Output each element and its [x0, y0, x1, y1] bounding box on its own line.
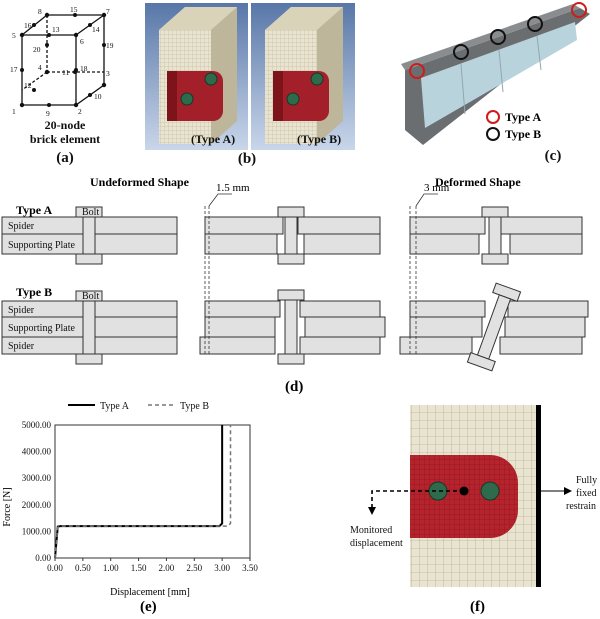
node-17: 17	[10, 65, 18, 74]
gap-label-b: 3 mm	[424, 182, 450, 194]
legend-type-b: Type B	[505, 127, 541, 141]
x-tick-label: 1.00	[103, 563, 119, 573]
panel-e: Type A Type B 0.00 0.50 1.00 1.50 2.00 2.50 3.…	[0, 395, 300, 615]
panel-c: Type A Type B (c)	[395, 0, 600, 170]
monitored-line2: displacement	[350, 538, 403, 549]
y-tick-label: 2000.00	[22, 500, 52, 510]
spider-label-b-bottom: Spider	[8, 341, 35, 352]
bolt-hole-1	[428, 481, 448, 501]
node-5: 5	[12, 31, 16, 40]
series-line-type-a	[54, 425, 224, 559]
node-13: 13	[52, 25, 60, 34]
panel-label-e: (e)	[140, 599, 157, 614]
node-7: 7	[106, 7, 110, 16]
caption-line1: 20-node	[44, 118, 86, 132]
panel-label-f: (f)	[470, 599, 485, 614]
node-10: 10	[94, 92, 102, 101]
x-axis-label: Displacement [mm]	[110, 587, 190, 598]
fixed-line2: fixed	[576, 488, 597, 499]
node-2: 2	[78, 107, 82, 116]
x-tick-label: 0.00	[47, 563, 63, 573]
bolt-hole-2	[480, 481, 500, 501]
gap-label-a: 1.5 mm	[216, 182, 250, 194]
legend-type-a: Type A	[100, 401, 130, 412]
panel-d: Undeformed Shape Deformed Shape Type A T…	[0, 170, 600, 395]
type-a-title: Type A	[16, 203, 52, 217]
node-15: 15	[70, 5, 78, 14]
node-9: 9	[46, 109, 50, 118]
monitored-line1: Monitored	[350, 525, 392, 536]
y-tick-label: 4000.00	[22, 447, 52, 457]
y-tick-label: 3000.00	[22, 473, 52, 483]
undeformed-title: Undeformed Shape	[90, 175, 190, 189]
caption-line2: brick element	[29, 132, 101, 146]
node-11: 11	[62, 68, 69, 77]
type-b-tag: (Type B)	[297, 132, 341, 146]
node-19: 19	[106, 41, 114, 50]
node-6: 6	[80, 37, 84, 46]
glass-facade-model: Type A Type B	[401, 2, 590, 145]
legend-type-b: Type B	[180, 401, 209, 412]
y-tick-label: 0.00	[35, 553, 51, 563]
panel-label-d: (d)	[285, 379, 303, 395]
x-tick-label: 3.00	[214, 563, 230, 573]
x-tick-label: 0.50	[75, 563, 91, 573]
x-tick-label: 3.50	[242, 563, 258, 573]
legend-type-a: Type A	[505, 110, 541, 124]
force-displacement-chart: Type A Type B 0.00 0.50 1.00 1.50 2.00 2.50 3.…	[2, 401, 258, 615]
panel-label-a: (a)	[56, 150, 74, 166]
x-tick-label: 2.50	[186, 563, 202, 573]
panel-a: 1 2 3 4 5 6 7 8 9 10 11 12 13 14 15 16 1…	[0, 0, 130, 170]
y-tick-label: 5000.00	[22, 420, 52, 430]
deformed-title: Deformed Shape	[435, 175, 521, 189]
y-axis-label: Force [N]	[2, 487, 13, 526]
bolt-label-b: Bolt	[82, 291, 99, 302]
x-tick-label: 1.50	[131, 563, 147, 573]
legend-type-a-marker	[486, 110, 500, 124]
node-8: 8	[38, 7, 42, 16]
supporting-plate-label-b: Supporting Plate	[8, 323, 76, 334]
type-a-tag: (Type A)	[191, 132, 235, 146]
node-14: 14	[92, 25, 100, 34]
panel-f: Monitored displacement Fully fixed restr…	[340, 405, 600, 615]
spider-label-a: Spider	[8, 221, 35, 232]
bolt-section-diagram: Undeformed Shape Deformed Shape Type A T…	[1, 175, 589, 395]
supporting-plate-label-a: Supporting Plate	[8, 240, 76, 251]
bolt-label-a: Bolt	[82, 207, 99, 218]
node-12: 12	[24, 81, 32, 90]
series-line-type-b	[54, 425, 232, 559]
spider-label-b-top: Spider	[8, 305, 35, 316]
fixed-line1: Fully	[576, 475, 597, 486]
mesh-boundary-diagram: Monitored displacement Fully fixed restr…	[350, 405, 597, 615]
node-3: 3	[106, 69, 110, 78]
node-20: 20	[33, 45, 41, 54]
node-4: 4	[38, 63, 42, 72]
plot-frame	[54, 424, 251, 559]
panel-label-b: (b)	[237, 151, 257, 167]
node-18: 18	[80, 64, 88, 73]
type-b-title: Type B	[16, 285, 52, 299]
y-tick-label: 1000.00	[22, 526, 52, 536]
fixed-line3: restrain	[566, 501, 596, 512]
brick-element-diagram: 1 2 3 4 5 6 7 8 9 10 11 12 13 14 15 16 1…	[10, 5, 114, 118]
node-16: 16	[24, 21, 32, 30]
panel-label-c: (c)	[544, 148, 562, 164]
legend-type-b-marker	[486, 127, 500, 141]
spider-mesh	[410, 455, 518, 538]
node-1: 1	[12, 107, 16, 116]
x-tick-label: 2.00	[159, 563, 175, 573]
fe-model-image: (Type A) (Type B)	[145, 3, 355, 150]
panel-b: (Type A) (Type B) (b)	[145, 3, 365, 170]
fixed-edge	[536, 405, 541, 587]
